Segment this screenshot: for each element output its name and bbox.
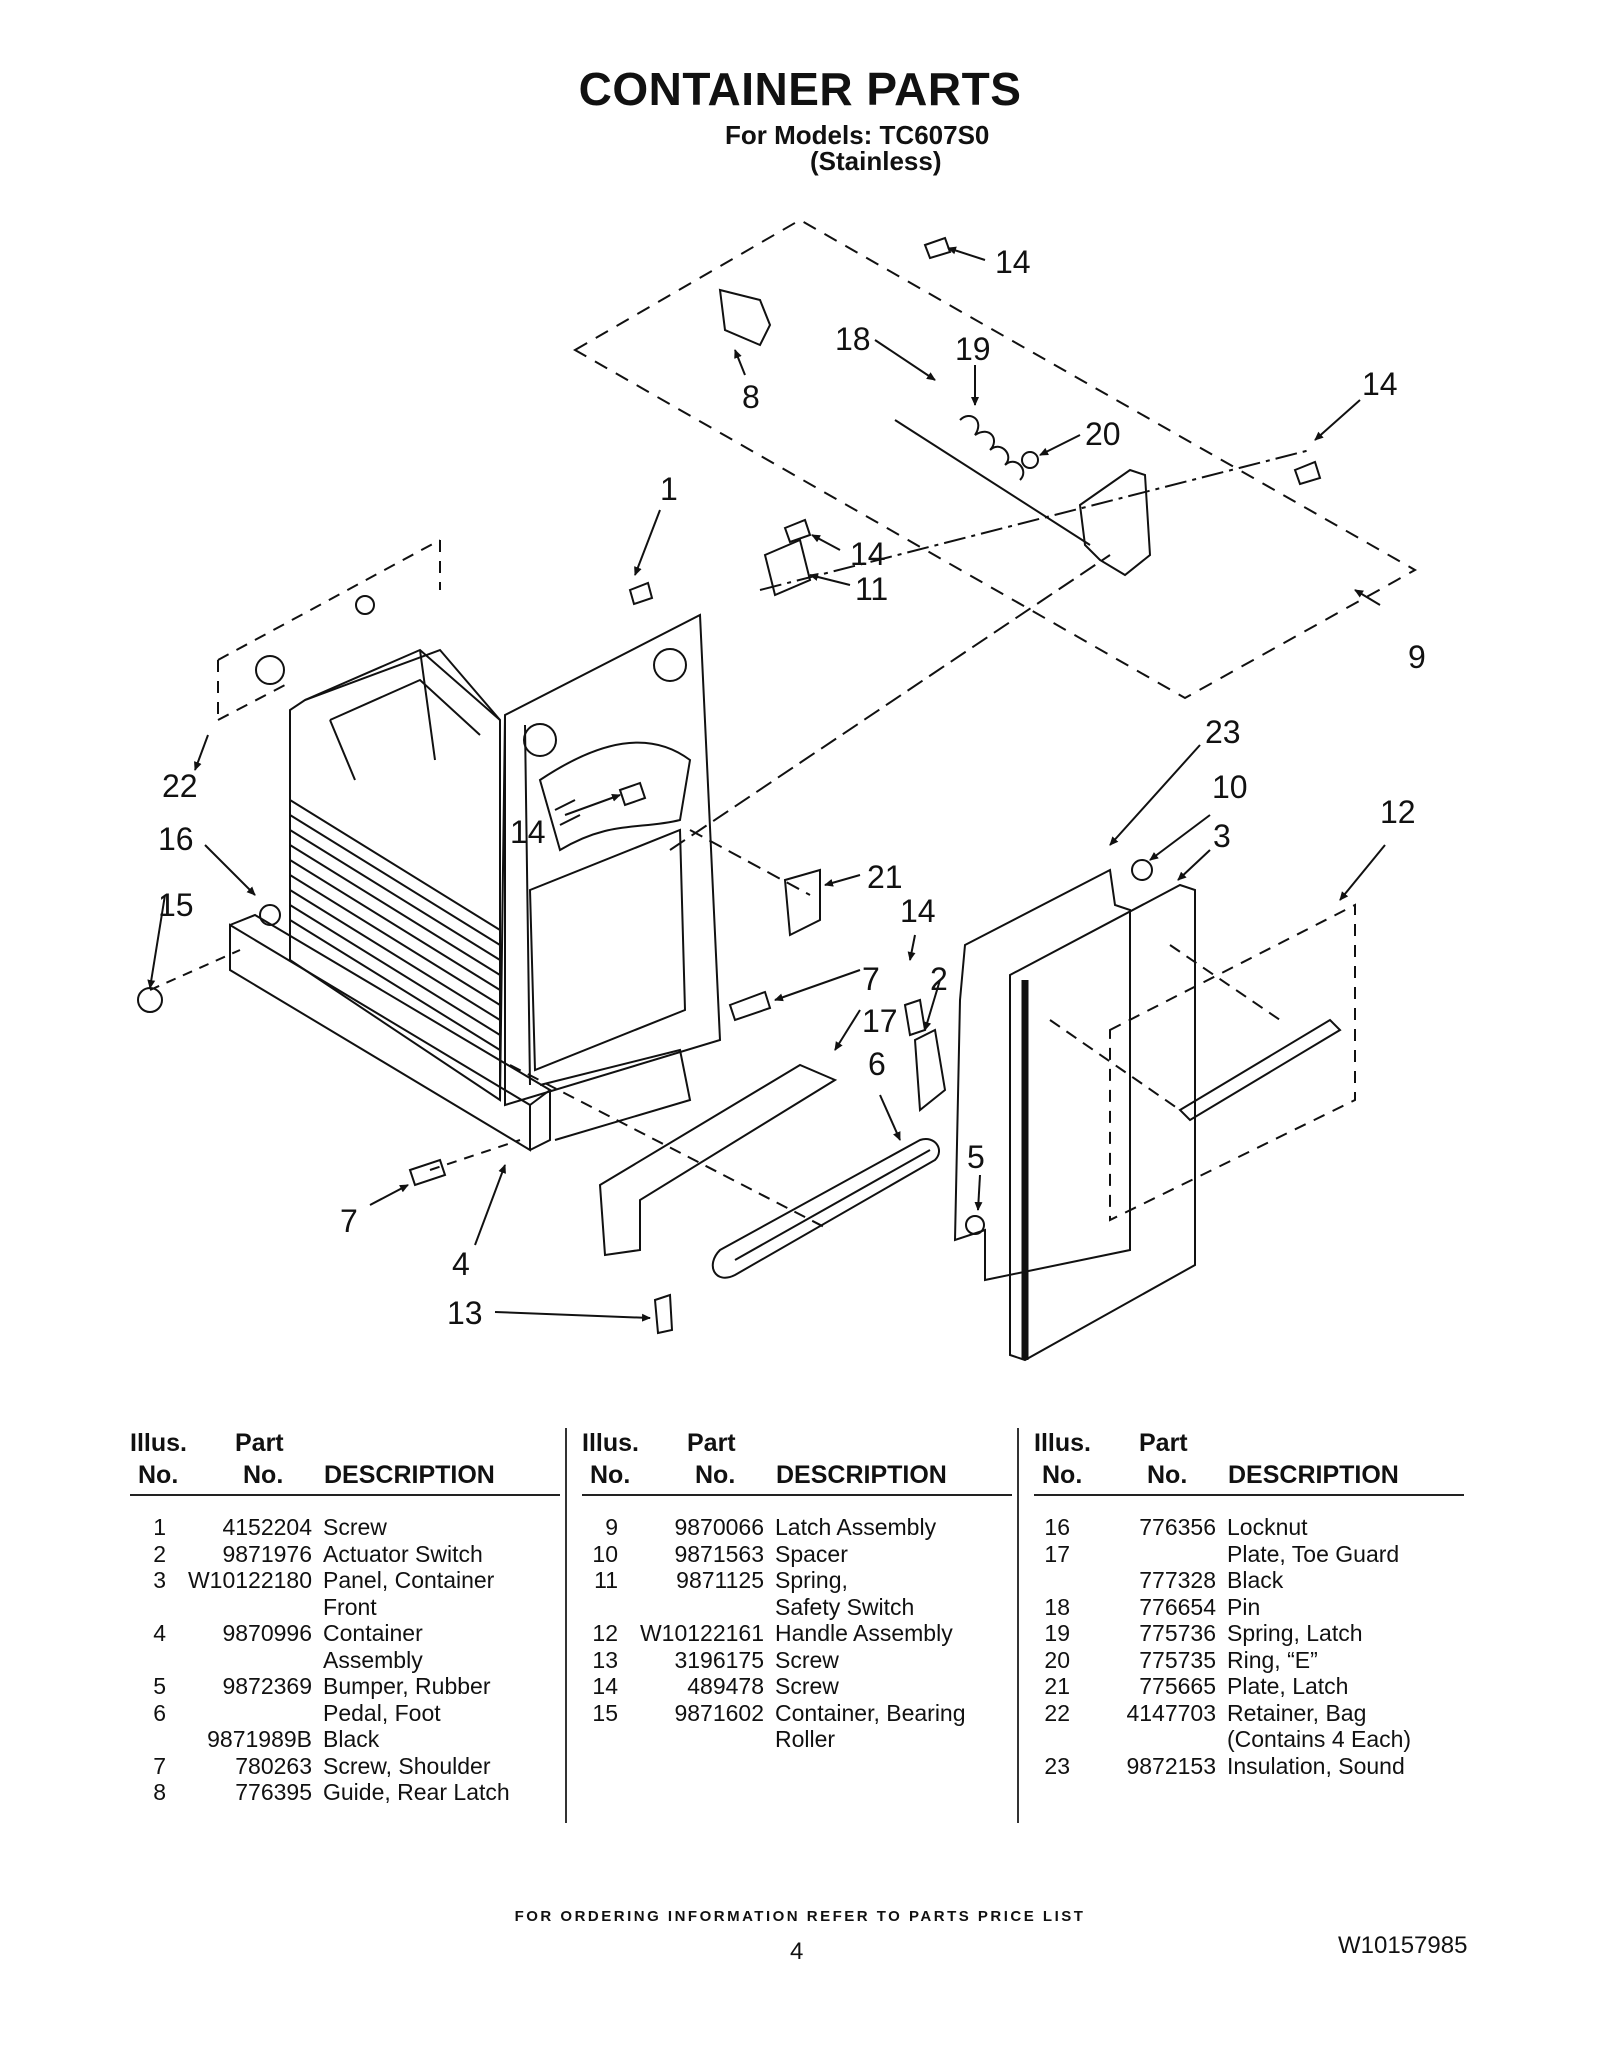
callout-labels: 14 8 18 19 14 20 1 14 11 9 22 16 15 14 2… — [158, 244, 1426, 1331]
table-header: Illus. No. Part No. DESCRIPTION — [1034, 1430, 1464, 1496]
bearing-roller — [137, 987, 163, 1013]
latch-plate-21 — [783, 868, 821, 937]
bag-retainer-outline — [217, 539, 441, 721]
locknut — [259, 904, 281, 926]
page-number: 4 — [790, 1938, 804, 1965]
callout-14: 14 — [995, 244, 1031, 280]
container-front-panel — [1009, 883, 1196, 1362]
column-divider — [1017, 1428, 1019, 1823]
foot-pedal — [711, 1138, 940, 1279]
handle-outline — [1109, 903, 1356, 1222]
callout-21: 21 — [867, 859, 903, 895]
callout-9: 9 — [1408, 639, 1426, 675]
rear-latch-guide — [718, 288, 772, 347]
table-header: Illus. No. Part No. DESCRIPTION — [130, 1430, 560, 1496]
callout-14: 14 — [850, 536, 886, 572]
callout-20: 20 — [1085, 416, 1121, 452]
callout-17: 17 — [862, 1003, 898, 1039]
exploded-parts-diagram: 14 8 18 19 14 20 1 14 11 9 22 16 15 14 2… — [137, 218, 1426, 1362]
page-title: CONTAINER PARTS — [578, 63, 1022, 115]
finish-line: (Stainless) — [810, 146, 942, 176]
models-line: For Models: TC607S0 — [725, 120, 990, 150]
e-ring — [1021, 451, 1039, 469]
callout-14: 14 — [510, 814, 546, 850]
callout-1: 1 — [660, 471, 678, 507]
latch-plate — [1078, 468, 1152, 577]
bag-retainer-washer — [355, 595, 375, 615]
ordering-note: FOR ORDERING INFORMATION REFER TO PARTS … — [514, 1908, 1086, 1925]
latch-pin — [894, 419, 1091, 546]
callout-6: 6 — [868, 1046, 886, 1082]
callout-12: 12 — [1380, 794, 1416, 830]
callout-22: 22 — [162, 768, 198, 804]
callout-8: 8 — [742, 379, 760, 415]
callout-15: 15 — [158, 887, 194, 923]
shoulder-screw-2 — [728, 990, 772, 1022]
latch-assembly-outline — [572, 218, 1418, 700]
actuator-switch — [913, 1028, 947, 1112]
callout-18: 18 — [835, 321, 871, 357]
callout-7: 7 — [862, 961, 880, 997]
document-number: W10157985 — [1338, 1932, 1468, 1959]
rubber-bumper — [965, 1215, 985, 1235]
toe-guard-plate — [598, 1063, 838, 1257]
callout-14: 14 — [1362, 366, 1398, 402]
shoulder-screw — [408, 1158, 447, 1187]
handle-bar — [1178, 1018, 1342, 1122]
callout-4: 4 — [452, 1246, 470, 1282]
column-divider — [565, 1428, 567, 1823]
sound-insulation — [953, 868, 1131, 1282]
callout-2: 2 — [930, 961, 948, 997]
callout-23: 23 — [1205, 714, 1241, 750]
spacer — [1131, 859, 1153, 881]
container-assembly — [229, 613, 722, 1152]
callout-3: 3 — [1213, 818, 1231, 854]
callout-19: 19 — [955, 331, 991, 367]
table-header: Illus. No. Part No. DESCRIPTION — [582, 1430, 1012, 1496]
callout-10: 10 — [1212, 769, 1248, 805]
callout-13: 13 — [447, 1295, 483, 1331]
latch-spring — [959, 415, 1025, 481]
callout-11: 11 — [855, 571, 888, 607]
bag-retainer-knob — [255, 655, 285, 685]
callout-16: 16 — [158, 821, 194, 857]
callout-5: 5 — [967, 1139, 985, 1175]
callout-14: 14 — [900, 893, 936, 929]
callout-7: 7 — [340, 1203, 358, 1239]
